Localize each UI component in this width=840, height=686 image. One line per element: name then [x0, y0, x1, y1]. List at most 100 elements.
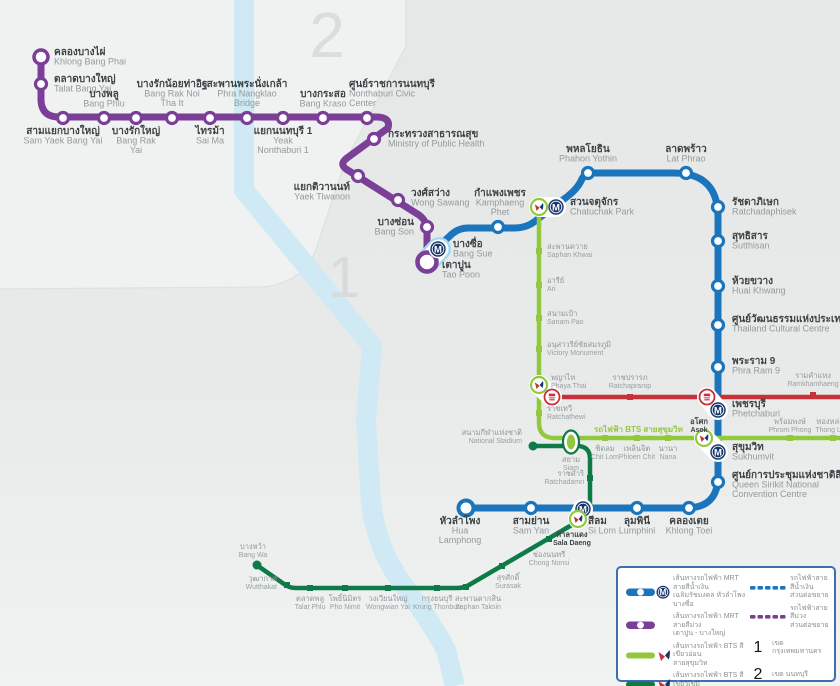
- station-phetchaburi-arl[interactable]: [698, 388, 716, 406]
- station-phahon-yothin[interactable]: [580, 165, 596, 181]
- svg-text:บางซื่อ: บางซื่อ: [453, 236, 483, 250]
- station-wong-sawang[interactable]: [390, 192, 406, 208]
- svg-text:ศูนย์วัฒนธรรมแห่งประเทศไทย: ศูนย์วัฒนธรรมแห่งประเทศไทย: [732, 312, 840, 326]
- station-phetchaburi[interactable]: M: [708, 400, 728, 420]
- station-bang-rak-yai[interactable]: [128, 110, 144, 126]
- svg-text:ห้วยขวาง: ห้วยขวาง: [732, 275, 773, 287]
- station-wutthakat[interactable]: [284, 582, 290, 588]
- station-ramkhamhaeng[interactable]: [810, 392, 816, 398]
- station-saphan-khwai[interactable]: [536, 248, 542, 254]
- station-victory-monument[interactable]: [536, 346, 542, 352]
- station-phra-ram-9[interactable]: [710, 359, 726, 375]
- station-chong-nonsi[interactable]: [546, 536, 552, 542]
- svg-text:Center: Center: [349, 98, 376, 108]
- svg-text:Bang Kraso: Bang Kraso: [299, 99, 346, 109]
- station-phaya-thai-arl[interactable]: [543, 388, 561, 406]
- svg-text:Phrom Phong: Phrom Phong: [769, 427, 812, 434]
- station-national-stadium[interactable]: [528, 441, 538, 451]
- station-khlong-bang-phai[interactable]: [32, 48, 50, 66]
- station-phaya-thai[interactable]: [529, 375, 549, 395]
- svg-text:Thong Lo: Thong Lo: [815, 427, 840, 434]
- station-ari[interactable]: [536, 282, 542, 288]
- legend-left-column: M เส้นทางรถไฟฟ้า MRT สายสีน้ำเงินเฉลิมรั…: [626, 575, 748, 686]
- chao-phraya-river: [234, 0, 465, 686]
- station-bang-son[interactable]: [419, 219, 435, 235]
- svg-text:ตลาดพลู: ตลาดพลู: [296, 594, 324, 603]
- station-ministry-of-public-health[interactable]: [366, 131, 382, 147]
- station-talat-bang-yai[interactable]: [33, 76, 49, 92]
- station-surasak[interactable]: [499, 563, 505, 569]
- station-sutthisan[interactable]: [710, 233, 726, 249]
- station-bang-rak-noi-tha-it[interactable]: [164, 110, 180, 126]
- station-sai-ma[interactable]: [202, 110, 218, 126]
- svg-text:สะพานควาย: สะพานควาย: [547, 242, 588, 251]
- station-sanam-pao[interactable]: [536, 315, 542, 321]
- station-saphan-taksin[interactable]: [463, 584, 469, 590]
- station-sala-daeng[interactable]: [568, 509, 588, 529]
- station-phra-nangklao-bridge[interactable]: [239, 110, 255, 126]
- svg-text:ชิดลม: ชิดลม: [595, 444, 615, 453]
- station-sam-yan[interactable]: [523, 500, 539, 516]
- svg-text:สนามกีฬาแห่งชาติ: สนามกีฬาแห่งชาติ: [462, 428, 522, 437]
- svg-text:Sutthisan: Sutthisan: [732, 241, 770, 251]
- svg-text:Nana: Nana: [660, 454, 677, 461]
- station-tao-poon[interactable]: [415, 250, 439, 274]
- station-thong-lo[interactable]: [830, 435, 836, 441]
- station-chit-lom[interactable]: [602, 435, 608, 441]
- station-siam[interactable]: [561, 429, 581, 455]
- station-labels: คลองบางไผ่Khlong Bang Phaiตลาดบางใหญ่Tal…: [24, 45, 840, 611]
- station-sam-yaek-bang-yai[interactable]: [55, 110, 71, 126]
- legend-route-text: เส้นทางรถไฟฟ้า BTS สีเขียวอ่อนสายสุขุมวิ…: [673, 642, 744, 667]
- mrt-logo-icon: M: [714, 447, 722, 458]
- station-nonthaburi-civic-center[interactable]: [359, 110, 375, 126]
- station-phrom-phong[interactable]: [787, 435, 793, 441]
- station-asok[interactable]: [694, 428, 714, 448]
- station-yaek-tiwanon[interactable]: [350, 168, 366, 184]
- svg-text:Nonthaburi 1: Nonthaburi 1: [257, 145, 309, 155]
- station-label-talat-bang-yai: ตลาดบางใหญ่Talat Bang Yai: [54, 72, 116, 94]
- svg-text:วงศ์สว่าง: วงศ์สว่าง: [411, 187, 450, 199]
- station-ratchaprarop[interactable]: [627, 394, 633, 400]
- station-hua-lamphong[interactable]: [456, 498, 476, 518]
- station-ratchadamri[interactable]: [587, 475, 593, 481]
- station-lat-phrao[interactable]: [678, 165, 694, 181]
- station-lumphini[interactable]: [629, 500, 645, 516]
- station-wongwian-yai[interactable]: [385, 585, 391, 591]
- station-krung-thonburi[interactable]: [434, 585, 440, 591]
- svg-text:Lumphini: Lumphini: [619, 526, 656, 536]
- station-huai-khwang[interactable]: [710, 278, 726, 294]
- station-pho-nimit[interactable]: [342, 585, 348, 591]
- station-kamphaeng-phet[interactable]: [490, 219, 506, 235]
- station-queen-sirikit-ncc[interactable]: [710, 474, 726, 490]
- svg-text:Chit Lom: Chit Lom: [591, 454, 619, 461]
- station-bang-kraso[interactable]: [315, 110, 331, 126]
- station-nana[interactable]: [665, 435, 671, 441]
- station-thailand-cultural-centre[interactable]: [710, 317, 726, 333]
- station-bang-wa[interactable]: [252, 560, 262, 570]
- station-bang-sue[interactable]: M: [428, 239, 448, 259]
- station-talat-phlu[interactable]: [307, 585, 313, 591]
- station-phloen-chit[interactable]: [634, 435, 640, 441]
- svg-text:Phaya Thai: Phaya Thai: [551, 383, 587, 390]
- map-annotations: รถไฟฟ้า BTS สายสุขุมวิท21: [309, 0, 683, 435]
- station-ratchathewi[interactable]: [536, 410, 542, 416]
- station-yaek-nonthaburi-1[interactable]: [275, 110, 291, 126]
- legend-ext-blue: รถไฟฟ้าสายสีน้ำเงินส่วนต่อขยาย: [750, 575, 830, 601]
- station-chatuchak-park[interactable]: M: [546, 197, 566, 217]
- station-khlong-toei[interactable]: [681, 500, 697, 516]
- station-sukhumvit[interactable]: M: [708, 442, 728, 462]
- station-mo-chit[interactable]: [529, 197, 549, 217]
- station-ratchadaphisek[interactable]: [710, 199, 726, 215]
- svg-text:Sam Yaek Bang Yai: Sam Yaek Bang Yai: [24, 136, 103, 146]
- station-bang-phlu[interactable]: [96, 110, 112, 126]
